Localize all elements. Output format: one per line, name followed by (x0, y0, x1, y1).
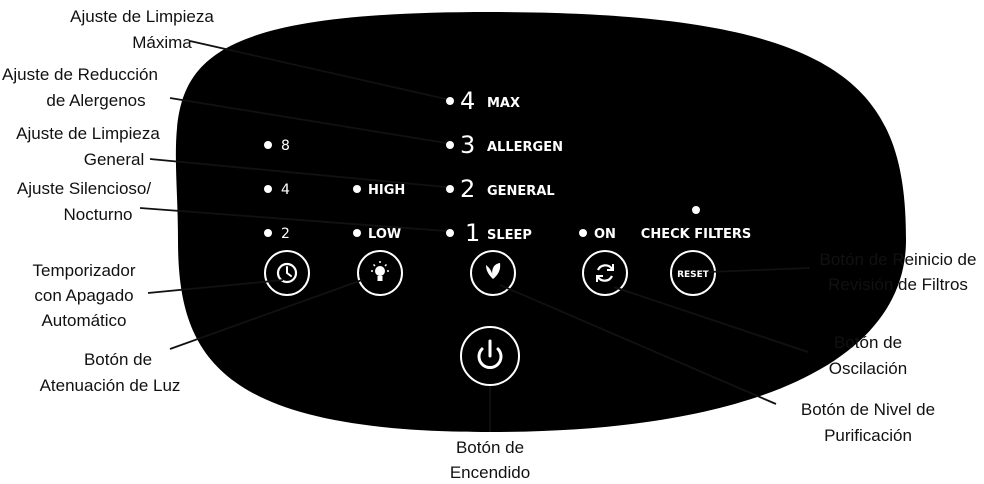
light-low-dot (353, 229, 361, 237)
oscillation-button[interactable] (582, 250, 628, 296)
timer-4-dot (264, 185, 272, 193)
power-button[interactable] (460, 326, 520, 386)
callout-reset-line1: Botón de Reinicio de (820, 250, 977, 269)
level-4-name: MAX (487, 96, 520, 111)
callout-allergen: Ajuste de Reducción de Alergenos (2, 65, 158, 110)
leader-max (189, 40, 447, 100)
callout-power-line1: Botón de (456, 438, 524, 457)
callout-allergen-line1: Ajuste de Reducción (2, 65, 158, 84)
callout-purification: Botón de Nivel de Purificación (801, 400, 935, 445)
bulb-icon (371, 261, 389, 281)
callout-silent-line1: Ajuste Silencioso/ (17, 179, 151, 198)
timer-indicators: 8 4 2 (264, 138, 290, 242)
callout-power: Botón de Encendido (450, 438, 530, 482)
callout-allergen-line2: de Alergenos (46, 91, 145, 110)
level-4-dot (446, 97, 454, 105)
callout-light-line1: Botón de (84, 350, 152, 369)
timer-button[interactable] (264, 250, 310, 296)
callout-oscillation-line1: Botón de (834, 333, 902, 352)
level-3-number: 3 (460, 131, 475, 159)
level-3-dot (446, 141, 454, 149)
level-2-dot (446, 185, 454, 193)
callout-max: Ajuste de Limpieza Máxima (70, 7, 214, 52)
level-1-dot (446, 229, 454, 237)
leader-lines (139, 40, 811, 432)
timer-8-label: 8 (281, 138, 290, 154)
oscillation-on-label: ON (594, 227, 616, 242)
callout-general-line1: Ajuste de Limpieza (16, 124, 160, 143)
callout-light: Botón de Atenuación de Luz (40, 350, 181, 395)
callout-max-line2: Máxima (132, 33, 192, 52)
callout-light-line2: Atenuación de Luz (40, 376, 181, 395)
callout-timer-line2: con Apagado (34, 286, 133, 305)
callout-general-line2: General (84, 150, 144, 169)
callout-oscillation: Botón de Oscilación (829, 333, 907, 378)
oscillation-dot (579, 229, 587, 237)
callout-silent: Ajuste Silencioso/ Nocturno (17, 179, 151, 224)
callout-purification-line2: Purificación (824, 426, 912, 445)
light-low-label: LOW (368, 227, 401, 242)
check-filters-dot (692, 206, 700, 214)
rotate-icon (596, 264, 614, 282)
callout-general: Ajuste de Limpieza General (16, 124, 160, 169)
callout-max-line1: Ajuste de Limpieza (70, 7, 214, 26)
callout-reset-line2: Revisión de Filtros (828, 275, 968, 294)
leader-allergen (169, 97, 447, 144)
callout-reset: Botón de Reinicio de Revisión de Filtros (820, 250, 977, 294)
callout-oscillation-line2: Oscilación (829, 359, 907, 378)
timer-4-label: 4 (281, 182, 290, 198)
callout-purification-line1: Botón de Nivel de (801, 400, 935, 419)
leader-oscillation (613, 286, 809, 353)
callout-timer: Temporizador con Apagado Automático (33, 261, 136, 330)
purification-indicators: 4 MAX 3 ALLERGEN 2 GENERAL 1 SLEEP (446, 87, 563, 247)
control-panel (175, 12, 907, 432)
leader-purification (499, 284, 777, 405)
check-filters-label: CHECK FILTERS (641, 227, 751, 242)
level-1-name: SLEEP (487, 228, 532, 243)
light-high-label: HIGH (368, 183, 405, 198)
power-icon (477, 339, 503, 369)
timer-8-dot (264, 141, 272, 149)
purification-button[interactable] (470, 250, 516, 296)
leader-light (169, 279, 363, 350)
callout-timer-line1: Temporizador (33, 261, 136, 280)
leader-timer (147, 279, 284, 294)
leader-reset (707, 267, 811, 273)
callout-timer-line3: Automático (41, 311, 126, 330)
reset-label: RESET (677, 270, 710, 280)
callout-power-line2: Encendido (450, 463, 530, 482)
light-indicators: HIGH LOW (353, 183, 405, 242)
level-1-number: 1 (465, 219, 480, 247)
leaf-icon (486, 263, 501, 279)
clock-icon (276, 262, 298, 284)
timer-2-label: 2 (281, 226, 290, 242)
level-4-number: 4 (460, 87, 475, 115)
callout-silent-line2: Nocturno (64, 205, 133, 224)
leader-general (149, 158, 447, 188)
timer-2-dot (264, 229, 272, 237)
level-3-name: ALLERGEN (487, 140, 563, 155)
level-2-name: GENERAL (487, 184, 555, 199)
leader-silent (139, 207, 447, 232)
reset-button[interactable]: RESET (670, 250, 716, 296)
light-button[interactable] (357, 250, 403, 296)
level-2-number: 2 (460, 175, 475, 203)
light-high-dot (353, 185, 361, 193)
